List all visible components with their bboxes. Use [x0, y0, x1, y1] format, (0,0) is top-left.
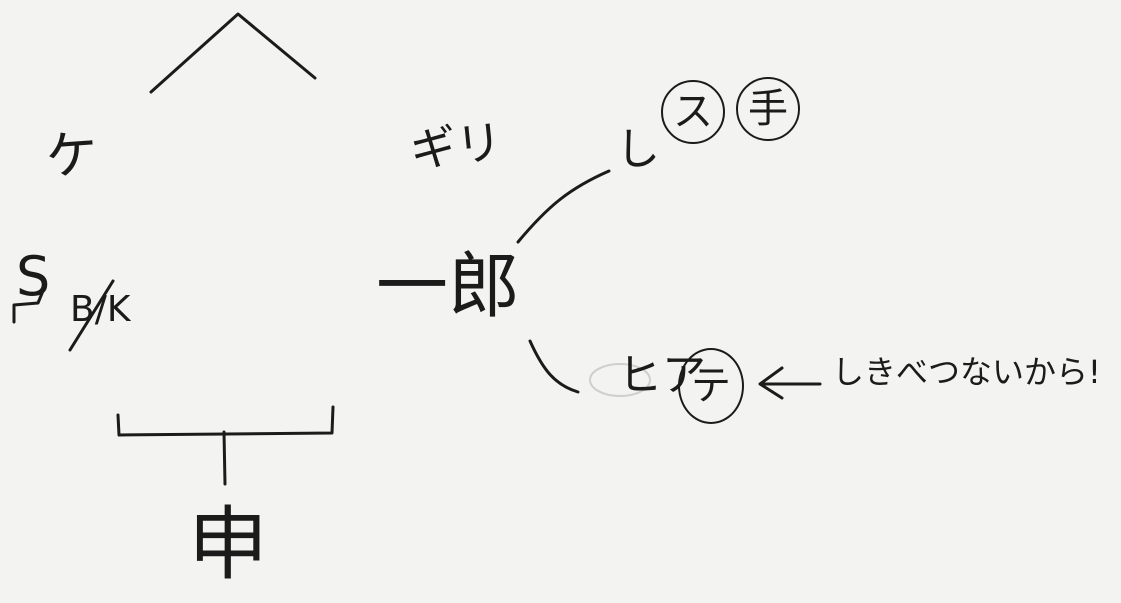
branch-down-stroke: [528, 339, 580, 394]
label-circle-te-top: 手: [736, 77, 800, 141]
label-branch-top-kana: し: [616, 124, 660, 175]
arrow-head-stroke: [758, 366, 784, 400]
label-circle-te-bottom: テ: [678, 348, 744, 424]
circle-te-bottom: テ: [678, 348, 744, 424]
label-upper-mid-kana: ギリ: [407, 114, 505, 178]
smudge-mark: [589, 363, 651, 397]
label-s: S: [16, 245, 51, 308]
roof-caret-stroke: [149, 12, 317, 94]
label-center-name: 一郎: [376, 244, 521, 328]
bracket-stroke: [116, 405, 335, 437]
label-top-left-kana: ケ: [43, 124, 100, 188]
stem-stroke: [222, 430, 227, 486]
label-note: しきべつないから!: [832, 353, 1101, 391]
bk-slash-stroke: [68, 279, 115, 352]
circle-su: ス: [661, 80, 725, 144]
s-hook-stroke: [12, 284, 47, 324]
label-circle-su: ス: [661, 80, 725, 144]
label-bk: B/K: [70, 289, 131, 330]
branch-up-stroke: [516, 169, 611, 244]
label-bottom-char: 申: [188, 498, 268, 591]
circle-te-top: 手: [736, 77, 800, 141]
